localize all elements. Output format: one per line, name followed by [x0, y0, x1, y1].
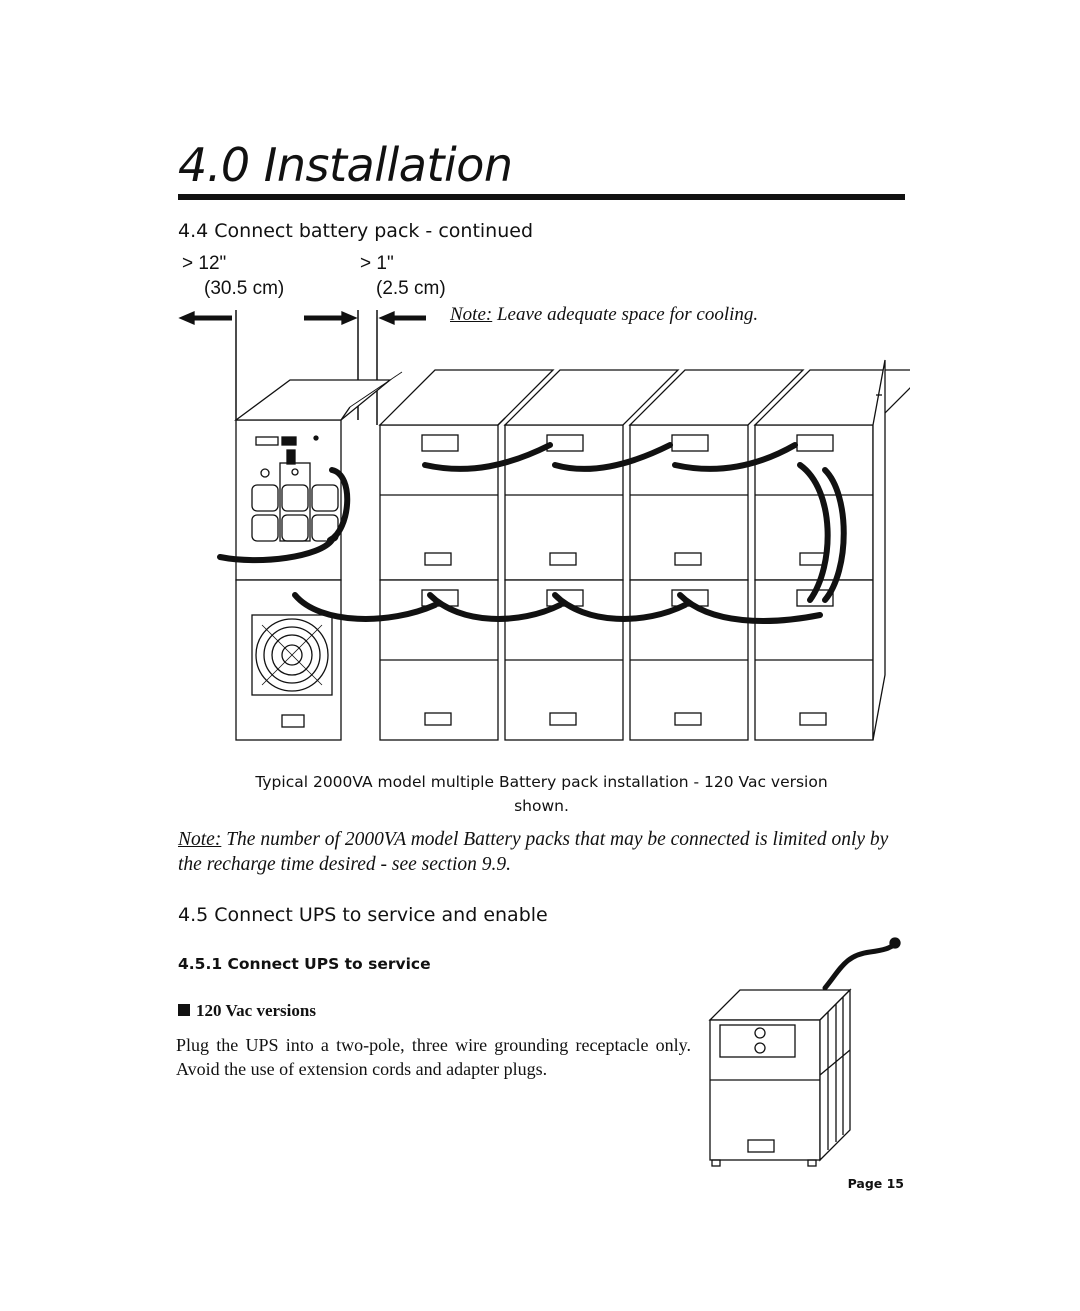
bullet-120-vac: 120 Vac versions — [178, 1001, 316, 1021]
subsection-heading-4-5-1: 4.5.1 Connect UPS to service — [178, 955, 431, 973]
cooling-note-text: Leave adequate space for cooling. — [492, 304, 759, 325]
page-number: Page 15 — [847, 1176, 904, 1191]
section-heading-4-4: 4.4 Connect battery pack - continued — [178, 220, 534, 242]
dimension-right-label: > 1" — [360, 253, 394, 274]
dimension-left-label: > 12" — [182, 253, 227, 274]
dimension-right-metric: (2.5 cm) — [376, 278, 446, 299]
figure-caption: Typical 2000VA model multiple Battery pa… — [178, 770, 905, 818]
battery-limit-note: Note: The number of 2000VA model Battery… — [178, 827, 908, 877]
figure-caption-line2: shown. — [514, 797, 569, 815]
title-rule — [178, 194, 905, 200]
cooling-note: Note: Leave adequate space for cooling. — [450, 304, 758, 326]
battery-pack-installation-illustration — [178, 310, 910, 741]
battery-limit-note-text: The number of 2000VA model Battery packs… — [178, 829, 889, 875]
dimension-left-metric: (30.5 cm) — [204, 278, 285, 299]
ups-unit-illustration — [708, 937, 901, 1167]
page-title: 4.0 Installation — [178, 138, 513, 192]
figure-caption-line1: Typical 2000VA model multiple Battery pa… — [255, 773, 828, 791]
plug-instructions: Plug the UPS into a two-pole, three wire… — [176, 1035, 691, 1079]
bullet-label: 120 Vac versions — [196, 1001, 316, 1020]
battery-limit-note-label: Note: — [178, 829, 222, 850]
section-heading-4-5: 4.5 Connect UPS to service and enable — [178, 904, 548, 926]
cooling-note-label: Note: — [450, 304, 493, 325]
bullet-square-icon — [178, 1004, 190, 1016]
